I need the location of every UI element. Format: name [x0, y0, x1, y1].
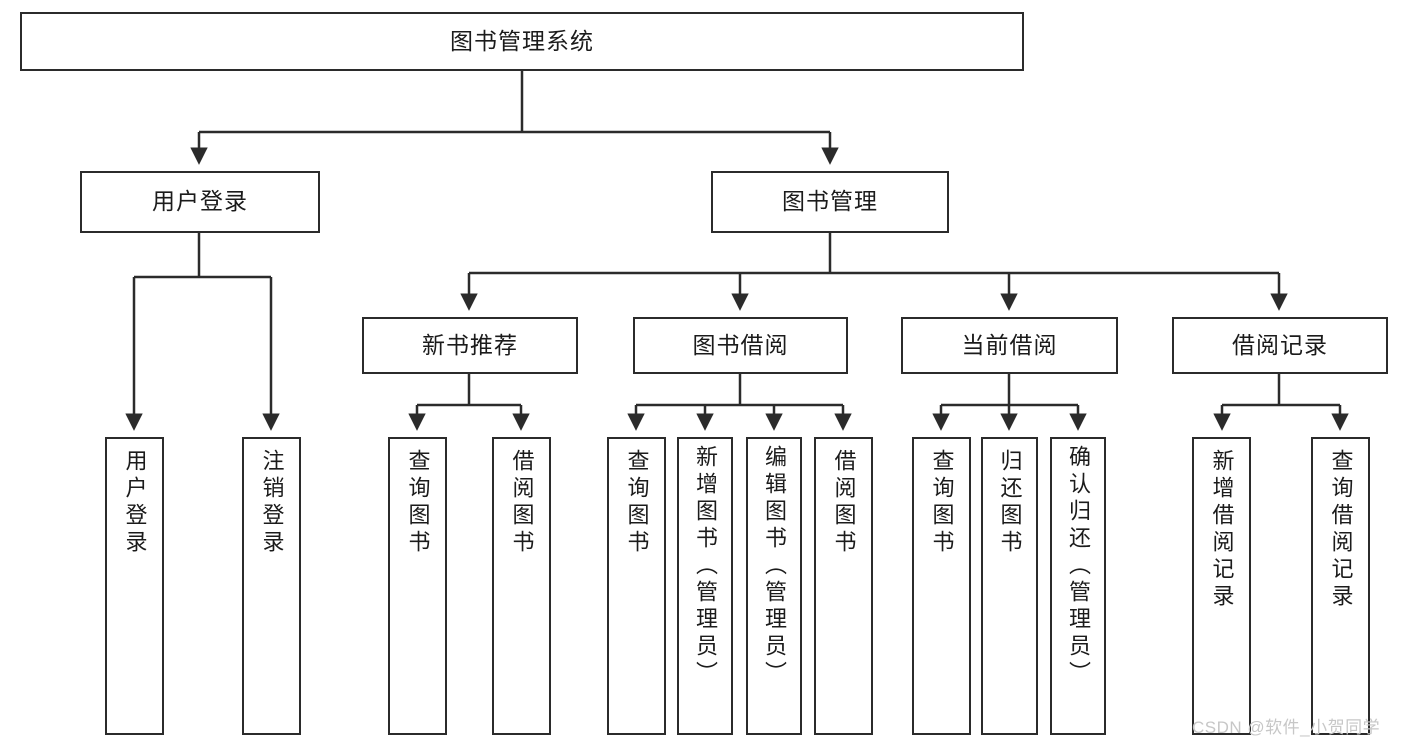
- leaf-borrow-book-1-label: 借阅图书: [509, 449, 535, 557]
- leaf-confirm-return[interactable]: 确认归还（管理员）: [1050, 437, 1106, 735]
- leaf-add-book[interactable]: 新增图书（管理员）: [677, 437, 733, 735]
- leaf-user-login-label: 用户登录: [122, 449, 148, 557]
- leaf-return-book-label: 归还图书: [997, 449, 1023, 557]
- leaf-borrow-book-2-label: 借阅图书: [831, 449, 857, 557]
- node-user-login-label: 用户登录: [152, 188, 248, 215]
- node-user-login[interactable]: 用户登录: [80, 171, 320, 233]
- leaf-add-book-label: 新增图书（管理员）: [693, 445, 718, 688]
- leaf-add-record[interactable]: 新增借阅记录: [1192, 437, 1251, 735]
- leaf-user-logout-label: 注销登录: [259, 449, 285, 557]
- leaf-query-book-1[interactable]: 查询图书: [388, 437, 447, 735]
- node-new-book-recommend-label: 新书推荐: [422, 331, 518, 358]
- leaf-edit-book[interactable]: 编辑图书（管理员）: [746, 437, 802, 735]
- csdn-watermark: CSDN @软件_小贺同学: [1192, 718, 1381, 737]
- leaf-query-book-3-label: 查询图书: [929, 449, 955, 557]
- node-new-book-recommend[interactable]: 新书推荐: [362, 317, 578, 374]
- leaf-query-book-2[interactable]: 查询图书: [607, 437, 666, 735]
- leaf-user-login[interactable]: 用户登录: [105, 437, 164, 735]
- leaf-return-book[interactable]: 归还图书: [981, 437, 1038, 735]
- leaf-query-record[interactable]: 查询借阅记录: [1311, 437, 1370, 735]
- node-borrow-record-label: 借阅记录: [1232, 331, 1328, 358]
- leaf-borrow-book-1[interactable]: 借阅图书: [492, 437, 551, 735]
- leaf-edit-book-label: 编辑图书（管理员）: [762, 445, 787, 688]
- leaf-confirm-return-label: 确认归还（管理员）: [1066, 445, 1091, 688]
- node-book-borrow[interactable]: 图书借阅: [633, 317, 848, 374]
- leaf-query-record-label: 查询借阅记录: [1328, 449, 1354, 611]
- leaf-borrow-book-2[interactable]: 借阅图书: [814, 437, 873, 735]
- leaf-query-book-1-label: 查询图书: [405, 449, 431, 557]
- node-root-label: 图书管理系统: [450, 27, 594, 54]
- node-current-borrow[interactable]: 当前借阅: [901, 317, 1118, 374]
- leaf-query-book-3[interactable]: 查询图书: [912, 437, 971, 735]
- node-book-manage-label: 图书管理: [782, 188, 878, 215]
- node-current-borrow-label: 当前借阅: [961, 331, 1058, 358]
- leaf-add-record-label: 新增借阅记录: [1209, 449, 1235, 611]
- node-book-manage[interactable]: 图书管理: [711, 171, 949, 233]
- node-book-borrow-label: 图书借阅: [692, 331, 789, 358]
- leaf-user-logout[interactable]: 注销登录: [242, 437, 301, 735]
- leaf-query-book-2-label: 查询图书: [624, 449, 650, 557]
- node-borrow-record[interactable]: 借阅记录: [1172, 317, 1388, 374]
- node-root[interactable]: 图书管理系统: [20, 12, 1024, 71]
